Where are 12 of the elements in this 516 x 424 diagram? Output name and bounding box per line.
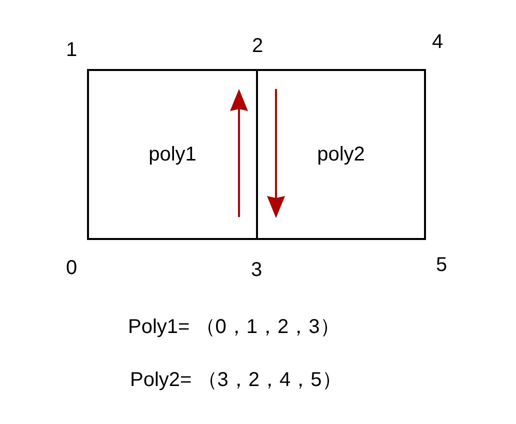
vertex-number: 2	[252, 36, 264, 56]
polygon-definition: Poly1= （0，1，2，3）	[128, 317, 340, 337]
vertex-number: 3	[251, 260, 262, 280]
vertex-number: 5	[436, 255, 448, 275]
polygon-box	[87, 69, 258, 240]
vertex-number: 1	[66, 40, 78, 60]
polygon-definition: Poly2= （3，2，4，5）	[130, 370, 342, 390]
vertex-number: 4	[432, 32, 444, 52]
polygon-box	[256, 69, 426, 240]
polygon-name: poly1	[148, 143, 196, 166]
polygon-name: poly2	[317, 143, 365, 166]
vertex-number: 0	[66, 258, 78, 278]
